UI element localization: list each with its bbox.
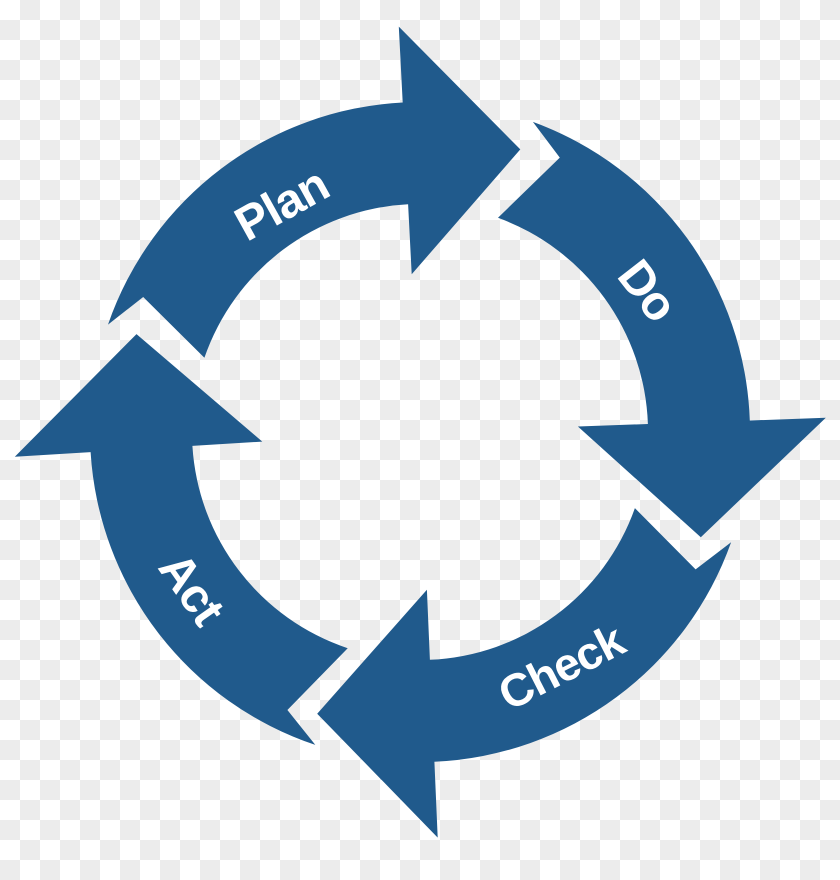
arrow-plan — [108, 26, 521, 358]
arrow-act — [14, 334, 348, 745]
arrow-check — [317, 508, 732, 838]
pdca-arrows — [14, 26, 826, 838]
arrow-do — [498, 121, 826, 538]
